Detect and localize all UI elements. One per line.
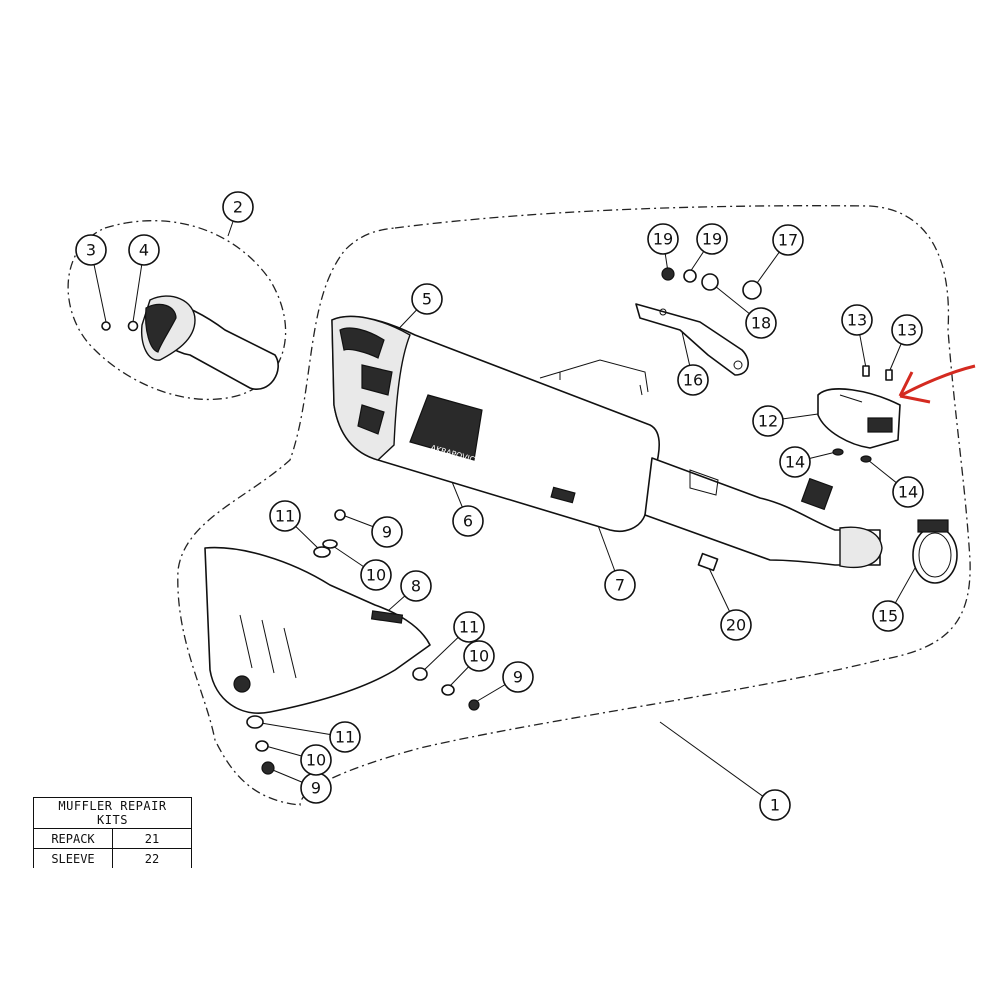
svg-text:10: 10 [306, 751, 326, 770]
callout-2: 2 [222, 191, 254, 223]
callout-16: 16 [677, 364, 709, 396]
end-cap-part-12 [817, 388, 901, 449]
svg-text:20: 20 [726, 616, 746, 635]
svg-text:6: 6 [463, 512, 473, 531]
svg-text:14: 14 [785, 453, 805, 472]
callout-11-middle: 11 [453, 611, 485, 643]
svg-text:5: 5 [422, 290, 432, 309]
callout-19-left: 19 [647, 223, 679, 255]
svg-text:3: 3 [86, 241, 96, 260]
callout-9-middle: 9 [502, 661, 534, 693]
svg-text:15: 15 [878, 607, 898, 626]
svg-text:10: 10 [366, 566, 386, 585]
muffler-repair-kits-table: MUFFLER REPAIR KITS REPACK 21 SLEEVE 22 [33, 797, 192, 868]
callout-9-bottom: 9 [300, 772, 332, 804]
callout-13-right: 13 [891, 314, 923, 346]
svg-text:9: 9 [382, 523, 392, 542]
svg-text:12: 12 [758, 412, 778, 431]
callout-20: 20 [720, 609, 752, 641]
heat-shield-part-8 [204, 546, 431, 714]
callout-15: 15 [872, 600, 904, 632]
svg-text:7: 7 [615, 576, 625, 595]
svg-text:13: 13 [847, 311, 867, 330]
bracket-part-16 [635, 303, 749, 376]
link-pipe-part-2 [101, 295, 279, 390]
assembly-1-outline [177, 205, 971, 806]
svg-text:9: 9 [513, 668, 523, 687]
assembly-2-outline [67, 220, 287, 401]
kit-number: 21 [112, 828, 192, 849]
svg-text:19: 19 [702, 230, 722, 249]
kit-table-title: MUFFLER REPAIR KITS [33, 797, 192, 829]
callout-4: 4 [128, 234, 160, 266]
muffler-body-part-7 [331, 315, 660, 532]
kit-name: SLEEVE [33, 848, 113, 868]
callout-3: 3 [75, 234, 107, 266]
callout-5: 5 [411, 283, 443, 315]
callout-8: 8 [400, 570, 432, 602]
callout-14-right: 14 [892, 476, 924, 508]
svg-text:4: 4 [139, 241, 149, 260]
annotation-arrow [898, 364, 976, 404]
callout-11-bottom: 11 [329, 721, 361, 753]
svg-text:9: 9 [311, 779, 321, 798]
svg-text:19: 19 [653, 230, 673, 249]
callout-10-middle: 10 [463, 640, 495, 672]
svg-text:11: 11 [459, 618, 479, 637]
callout-9-top: 9 [371, 516, 403, 548]
kit-table-row: REPACK 21 [33, 828, 192, 849]
svg-text:8: 8 [411, 577, 421, 596]
kit-table-header-row: MUFFLER REPAIR KITS [33, 797, 192, 829]
callout-6: 6 [452, 505, 484, 537]
callout-19-right: 19 [696, 223, 728, 255]
callout-12: 12 [752, 405, 784, 437]
callout-7: 7 [604, 569, 636, 601]
callout-10-bottom: 10 [300, 744, 332, 776]
mid-pipe [644, 457, 883, 569]
svg-text:14: 14 [898, 483, 918, 502]
clamp-part-15 [912, 519, 958, 584]
callout-18: 18 [745, 307, 777, 339]
svg-text:18: 18 [751, 314, 771, 333]
kit-table-row: SLEEVE 22 [33, 848, 192, 868]
callout-13-left: 13 [841, 304, 873, 336]
callout-10-top: 10 [360, 559, 392, 591]
leader-lines [90, 206, 916, 806]
svg-text:13: 13 [897, 321, 917, 340]
callout-11-top: 11 [269, 500, 301, 532]
svg-text:2: 2 [233, 198, 243, 217]
svg-text:11: 11 [275, 507, 295, 526]
callout-17: 17 [772, 224, 804, 256]
svg-text:16: 16 [683, 371, 703, 390]
callout-14-left: 14 [779, 446, 811, 478]
hardware-parts [246, 267, 893, 775]
svg-text:10: 10 [469, 647, 489, 666]
svg-text:1: 1 [770, 796, 780, 815]
svg-text:17: 17 [778, 231, 798, 250]
kit-name: REPACK [33, 828, 113, 849]
svg-text:11: 11 [335, 728, 355, 747]
callout-1: 1 [759, 789, 791, 821]
kit-number: 22 [112, 848, 192, 868]
